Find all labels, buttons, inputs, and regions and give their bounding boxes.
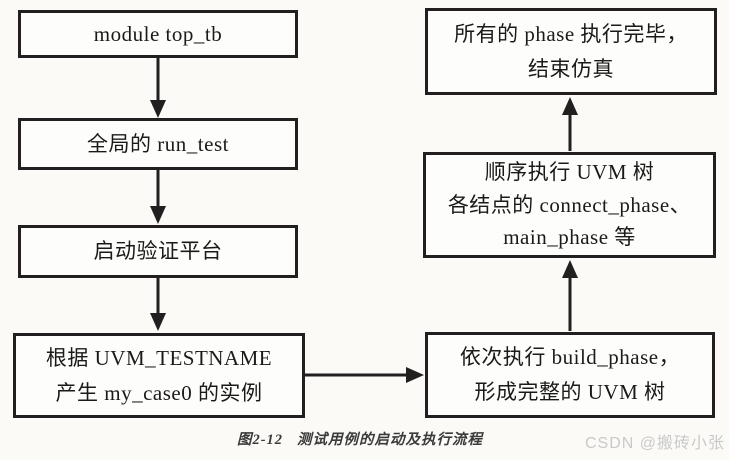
arrow-build-phase-to-connect-phase <box>562 260 578 331</box>
flow-node-label: 全局的 run_test <box>87 131 229 156</box>
flow-node-label: 产生 my_case0 的实例 <box>55 380 263 405</box>
flow-node-create-my-case0: 根据 UVM_TESTNAME 产生 my_case0 的实例 <box>13 333 305 418</box>
arrow-platform-to-create-case <box>150 278 166 331</box>
figure-caption: 图2-12 测试用例的启动及执行流程 <box>150 428 570 449</box>
flow-node-label: 依次执行 build_phase， <box>459 345 681 370</box>
csdn-watermark: CSDN @搬砖小张 <box>584 435 725 452</box>
figure-caption-number: 图2-12 <box>236 432 284 448</box>
arrow-run-test-to-platform <box>150 170 166 224</box>
figure-caption-title: 测试用例的启动及执行流程 <box>297 432 484 448</box>
flow-node-label: 启动验证平台 <box>93 239 223 264</box>
flow-node-run-test: 全局的 run_test <box>18 118 298 170</box>
arrow-top-tb-to-run-test <box>150 58 166 118</box>
flow-node-label: module top_tb <box>93 21 223 46</box>
flow-node-module-top-tb: module top_tb <box>18 10 298 58</box>
flow-node-label: main_phase 等 <box>503 225 636 250</box>
flow-node-all-phase-done: 所有的 phase 执行完毕， 结束仿真 <box>425 8 717 95</box>
arrow-connect-phase-to-finish <box>562 97 578 151</box>
flow-node-label: 形成完整的 UVM 树 <box>474 380 666 404</box>
arrow-create-case-to-build-phase <box>305 367 424 383</box>
flow-node-build-phase: 依次执行 build_phase， 形成完整的 UVM 树 <box>425 332 715 418</box>
flow-node-label: 结束仿真 <box>528 56 614 81</box>
flow-node-start-platform: 启动验证平台 <box>18 225 298 278</box>
flow-node-label: 各结点的 connect_phase、 <box>447 192 692 217</box>
flow-node-label: 根据 UVM_TESTNAME <box>45 345 273 370</box>
flow-node-label: 所有的 phase 执行完毕， <box>454 21 688 46</box>
flow-node-label: 顺序执行 UVM 树 <box>484 160 655 185</box>
flow-node-connect-main-phase: 顺序执行 UVM 树 各结点的 connect_phase、 main_phas… <box>423 152 716 258</box>
